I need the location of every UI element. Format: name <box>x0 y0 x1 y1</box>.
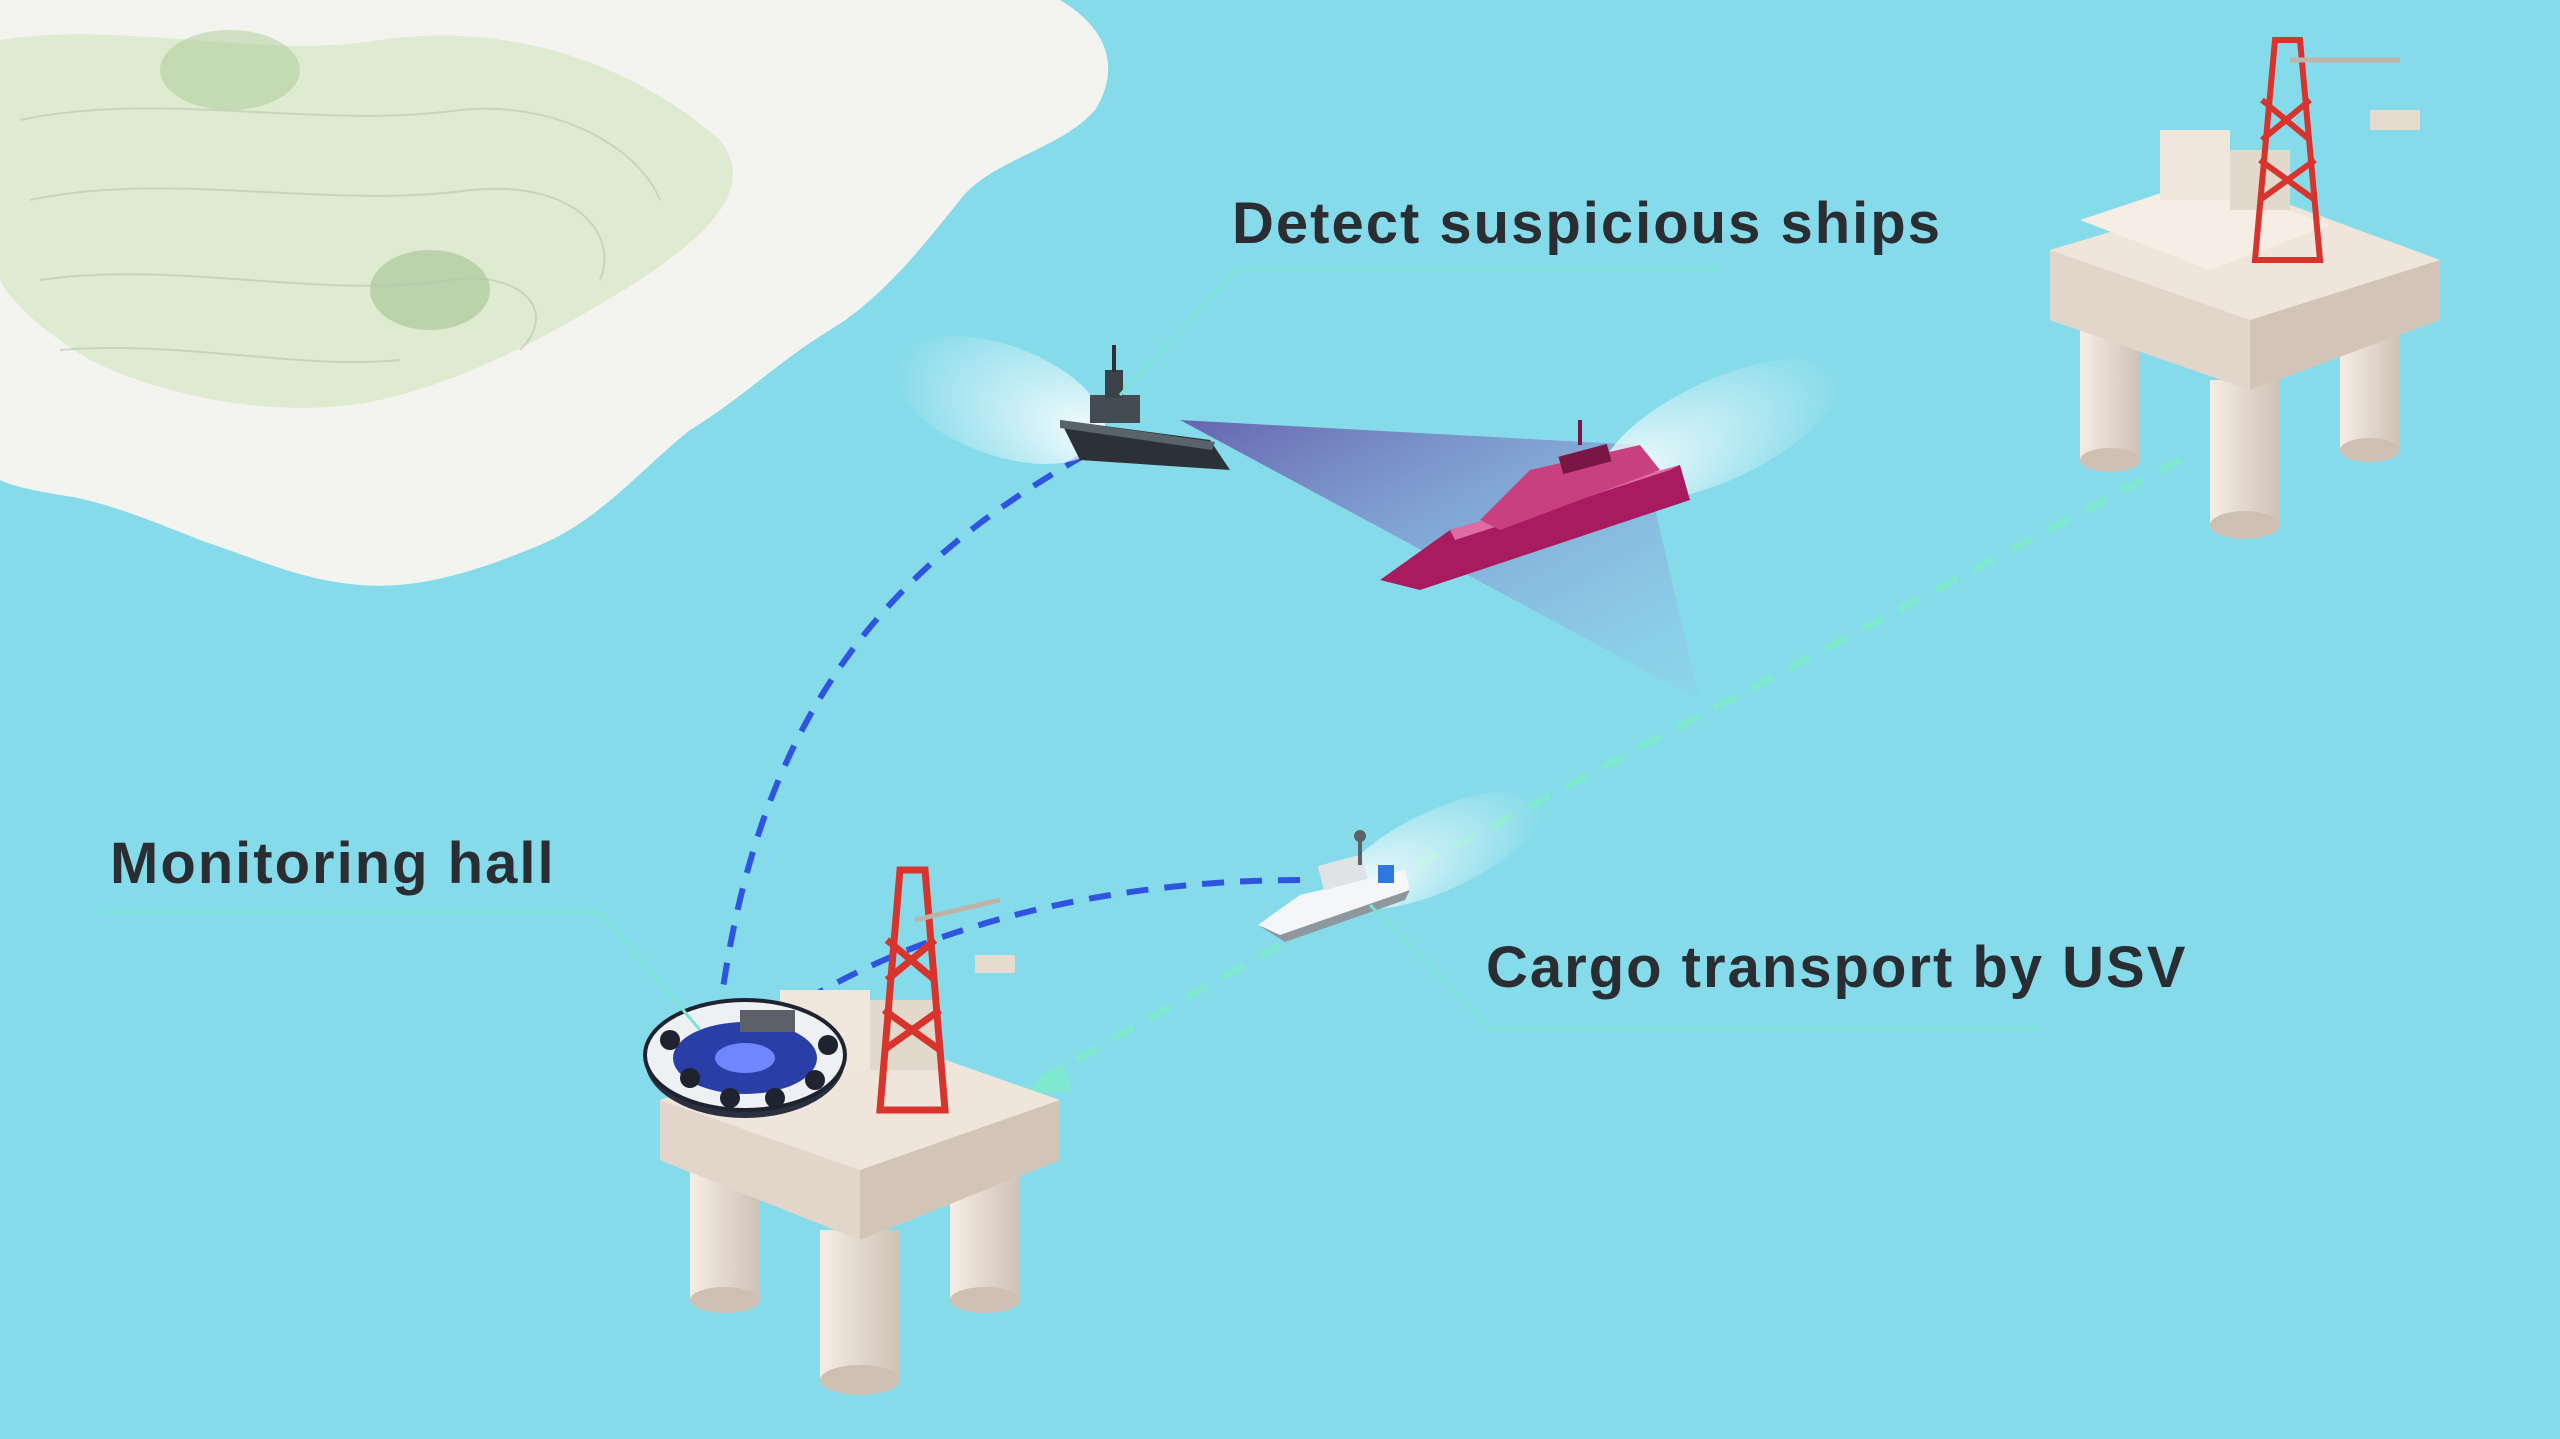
monitoring-hall-icon <box>643 998 847 1118</box>
label-cargo-transport-usv: Cargo transport by USV <box>1486 935 2188 1000</box>
suspicious-ship-icon <box>1380 358 1840 590</box>
comm-link-usv-to-hall <box>788 877 1301 1013</box>
label-monitoring-hall: Monitoring hall <box>110 831 556 896</box>
island-icon <box>0 0 1109 586</box>
oil-platform-icon-left <box>660 866 1060 1395</box>
leader-line-monitoring <box>100 910 702 1031</box>
patrol-ship-icon <box>894 336 1230 470</box>
oil-platform-icon-right <box>2050 37 2440 539</box>
cargo-route-arrowhead <box>1020 1062 1072 1095</box>
label-detect-suspicious-ships: Detect suspicious ships <box>1232 191 1942 256</box>
cargo-route-usv-to-hall <box>1038 941 1282 1084</box>
leader-line-cargo <box>1368 903 2040 1030</box>
usv-icon <box>1258 791 1542 942</box>
leader-line-detect <box>1118 266 1720 397</box>
comm-link-ship-to-hall <box>717 452 1087 1011</box>
